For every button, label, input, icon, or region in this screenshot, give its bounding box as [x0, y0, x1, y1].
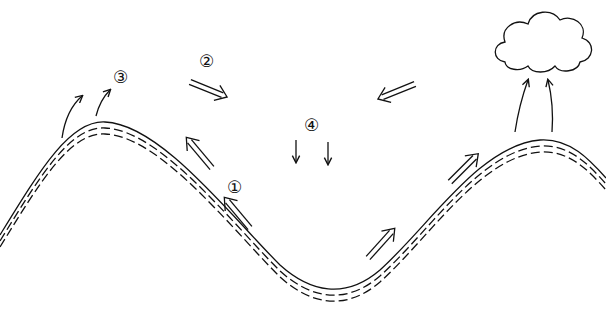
slope-wind-arrows: [180, 132, 484, 263]
upper-wind-arrows: [187, 75, 418, 107]
rising-air-arrows: [62, 80, 553, 138]
callout-number: ③: [112, 68, 129, 87]
callout-number: ④: [303, 116, 320, 135]
cloud: [495, 12, 591, 72]
ground-surface: [0, 122, 606, 301]
callout-number: ②: [198, 52, 215, 71]
sinking-air-arrows: [296, 140, 328, 164]
callout-number: ①: [226, 178, 243, 197]
